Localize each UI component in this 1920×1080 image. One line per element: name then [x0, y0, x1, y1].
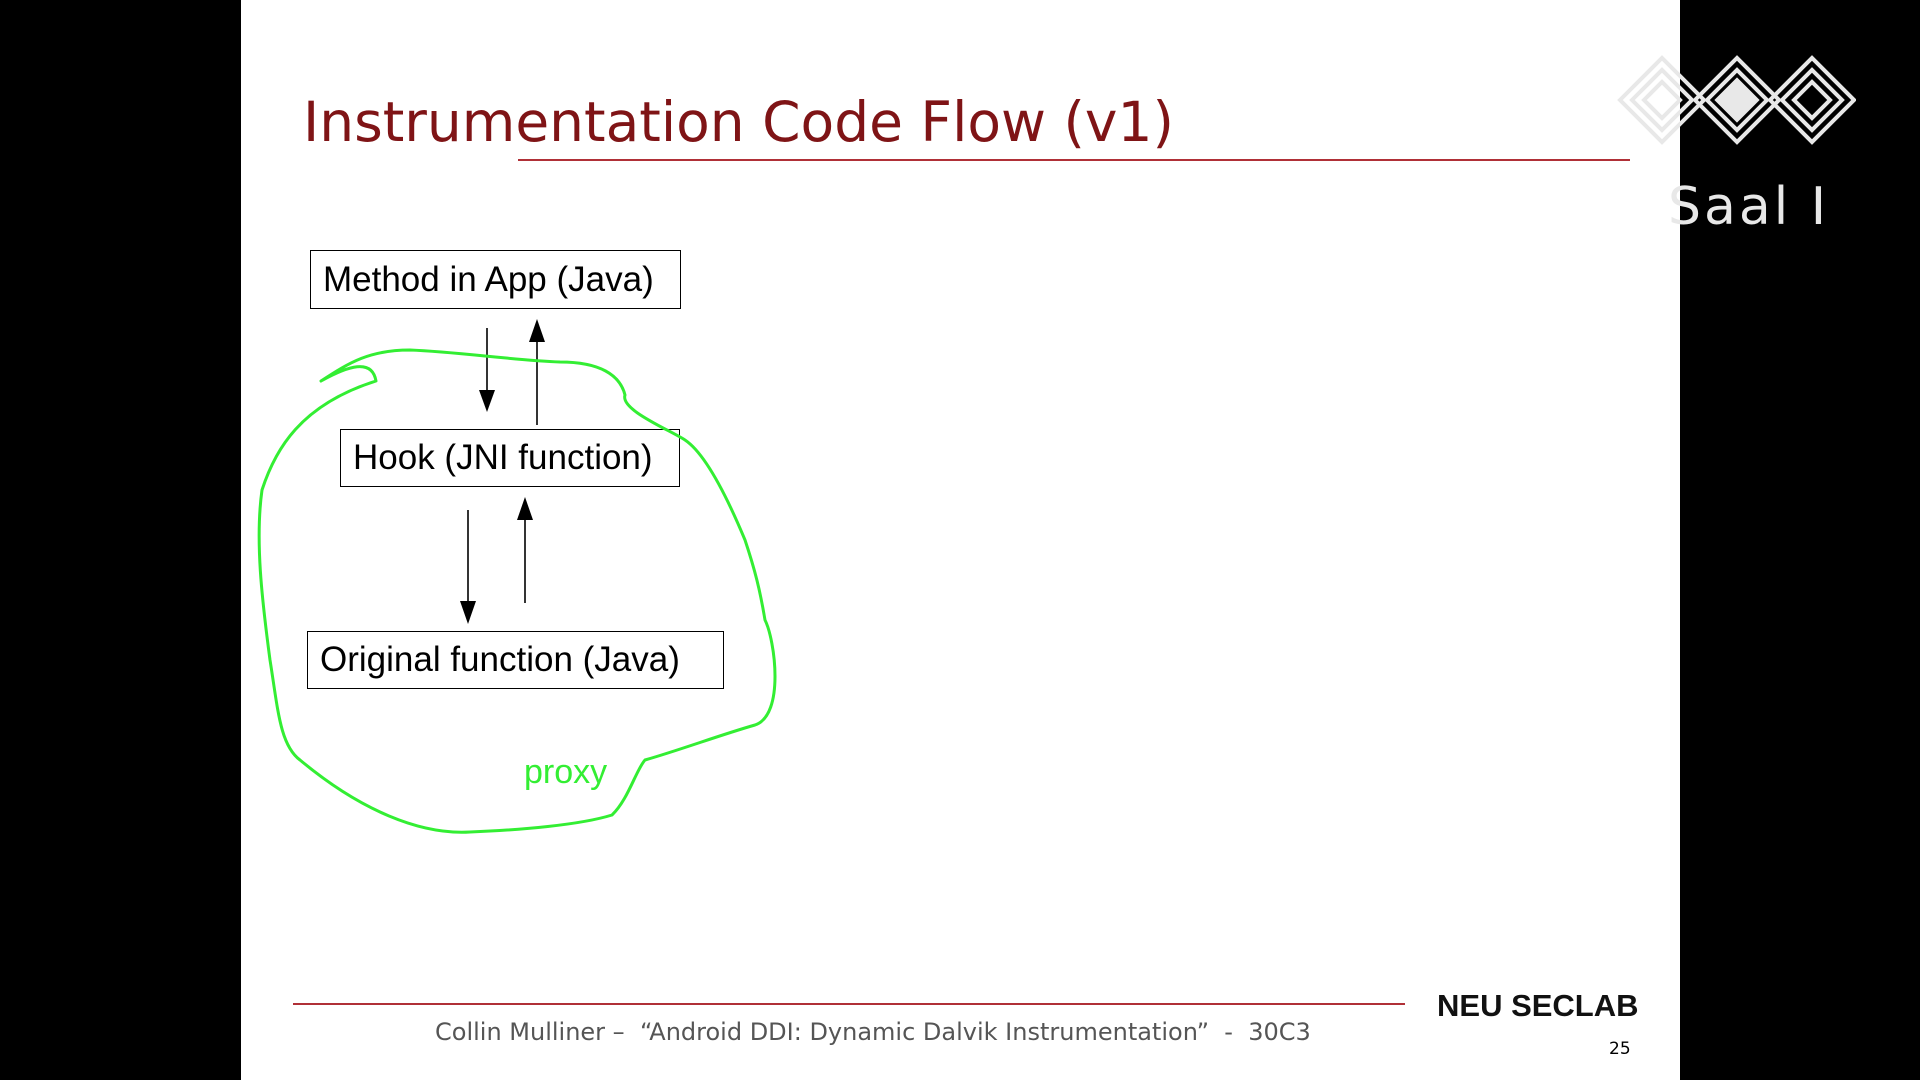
footer-divider — [293, 1003, 1405, 1005]
method-in-app-label: Method in App (Java) — [323, 259, 654, 299]
arrow-hook-to-method — [529, 319, 545, 425]
title-divider — [518, 159, 1630, 161]
original-function-label: Original function (Java) — [320, 640, 680, 679]
slide — [241, 0, 1680, 1080]
original-function-box: Original function (Java) — [307, 631, 724, 689]
arrow-original-to-hook — [517, 497, 533, 603]
ccc-logo-icon — [1617, 55, 1856, 145]
ccc-logo-caption: Saal I — [1668, 177, 1830, 237]
proxy-annotation-label: proxy — [524, 753, 608, 791]
slide-number: 25 — [1609, 1039, 1631, 1059]
arrow-hook-to-original — [460, 510, 476, 624]
slide-title: Instrumentation Code Flow (v1) — [303, 90, 1174, 154]
hook-label: Hook (JNI function) — [353, 438, 653, 477]
proxy-annotation-loop — [257, 348, 777, 834]
method-in-app-box: Method in App (Java) — [310, 250, 681, 309]
neu-seclab-logo: NEU SECLAB — [1437, 988, 1639, 1023]
slide-footer: Collin Mulliner – “Android DDI: Dynamic … — [435, 1018, 1311, 1046]
hook-box: Hook (JNI function) — [340, 429, 680, 487]
arrow-method-to-hook — [479, 328, 495, 412]
